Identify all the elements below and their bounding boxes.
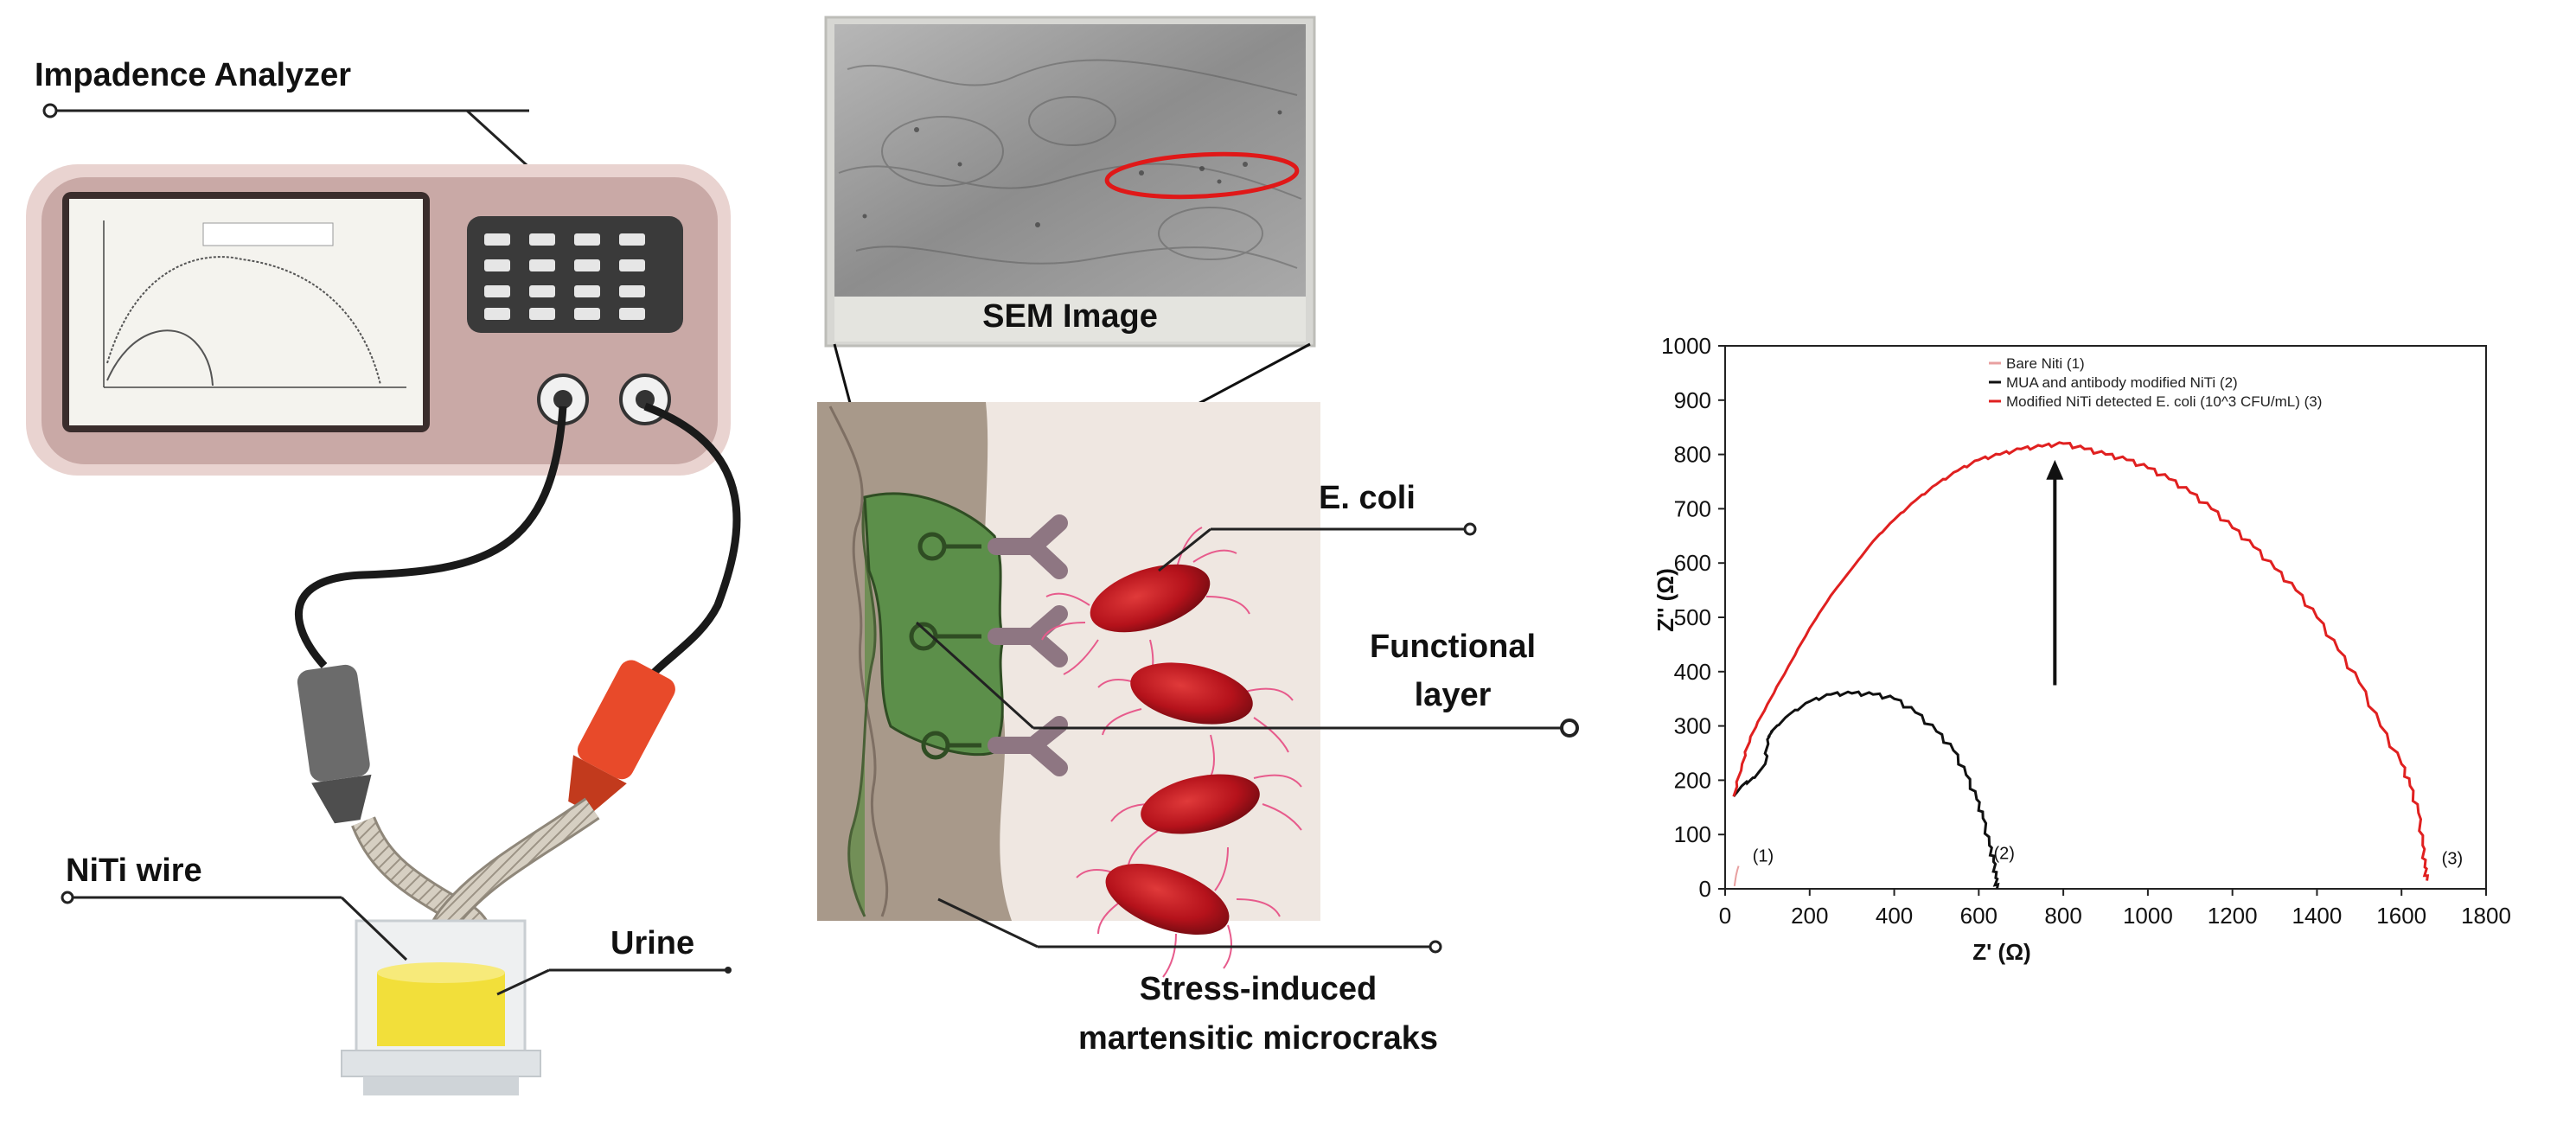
- cable-black: [294, 406, 567, 669]
- urine-leader-line: [496, 968, 550, 996]
- series-line: [1732, 441, 2430, 881]
- x-tick-label: 1800: [2461, 903, 2511, 929]
- y-tick-label: 200: [1674, 767, 1711, 793]
- y-axis-label: Z'' (Ω): [1652, 568, 1678, 632]
- y-tick-label: 400: [1674, 659, 1711, 685]
- niti-leader-dot: [61, 891, 74, 904]
- urine-label: Urine: [610, 925, 695, 961]
- sem-panel: [824, 16, 1316, 348]
- legend-entry: MUA and antibody modified NiTi (2): [2006, 374, 2238, 391]
- nyquist-chart: 0 200 400 600 800 1000 1200 1400 1600 1800 0 100 200…: [1652, 333, 2511, 965]
- legend-entry: Bare Niti (1): [2006, 355, 2085, 372]
- x-tick-label: 400: [1876, 903, 1913, 929]
- impedance-analyzer-label: Impadence Analyzer: [35, 57, 352, 93]
- ecoli-cell-3: [1141, 774, 1260, 834]
- microcracks-label-1: Stress-induced: [1139, 971, 1377, 1007]
- screen-mini-plot: [103, 220, 406, 388]
- sem-highlight-ellipse: [1104, 151, 1300, 200]
- microcracks-label-2: martensitic microcraks: [1077, 1020, 1439, 1057]
- x-tick-label: 0: [1719, 903, 1731, 929]
- interface-panel: [817, 402, 1320, 978]
- series-line: [1733, 865, 1740, 887]
- plot-frame: [1724, 345, 2487, 890]
- linkers: [909, 532, 981, 760]
- legend-entry: Modified NiTi detected E. coli (10^3 CFU…: [2006, 393, 2322, 410]
- series-tag: (2): [1993, 844, 2014, 863]
- y-tick-label: 700: [1674, 495, 1711, 521]
- x-tick-label: 1200: [2208, 903, 2258, 929]
- urine-cup: [341, 919, 541, 1095]
- y-tick-label: 300: [1674, 713, 1711, 739]
- series-tag: (1): [1753, 847, 1774, 866]
- sem-image-label: SEM Image: [982, 298, 1158, 335]
- y-tick-label: 500: [1674, 604, 1711, 630]
- functional-layer-label-2: layer: [1414, 677, 1492, 713]
- x-tick-label: 600: [1960, 903, 1998, 929]
- niti-wire-label: NiTi wire: [66, 853, 202, 889]
- x-tick-label: 200: [1791, 903, 1828, 929]
- y-tick-label: 100: [1674, 821, 1711, 847]
- series-line: [1732, 690, 2000, 890]
- x-tick-label: 1000: [2123, 903, 2173, 929]
- ecoli-cell-4: [1105, 864, 1230, 935]
- y-tick-label: 1000: [1661, 333, 1711, 359]
- x-tick-label: 800: [2044, 903, 2081, 929]
- ecoli-label: E. coli: [1319, 480, 1416, 516]
- x-axis-label: Z' (Ω): [1972, 939, 2030, 965]
- clip-red: [568, 660, 675, 814]
- impedance-analyzer: [26, 103, 731, 476]
- x-tick-label: 1600: [2376, 903, 2426, 929]
- microcrack-leader: [937, 897, 1039, 948]
- functional-layer-label-1: Functional: [1369, 629, 1537, 665]
- x-tick-label: 1400: [2292, 903, 2343, 929]
- series-tag: (3): [2442, 850, 2463, 869]
- antibodies: [988, 514, 1068, 776]
- y-tick-label: 900: [1674, 387, 1711, 413]
- keypad-keys: [484, 233, 645, 320]
- y-tick-label: 800: [1674, 442, 1711, 468]
- y-tick-label: 600: [1674, 550, 1711, 576]
- cable-black-2: [641, 402, 741, 686]
- analyzer-leader-dot: [42, 103, 58, 118]
- ecoli-leader: [1158, 527, 1211, 572]
- biofilm-layer: [863, 492, 1005, 757]
- clip-gray: [297, 664, 372, 824]
- arrow-head: [2046, 459, 2064, 480]
- microcrack-fill: [847, 501, 877, 917]
- y-tick-label: 0: [1699, 876, 1711, 902]
- sem-micrograph: [834, 24, 1306, 297]
- ecoli-cell-1: [1090, 564, 1211, 633]
- ecoli-cell-2: [1130, 662, 1253, 725]
- functional-layer-leader: [915, 621, 1035, 730]
